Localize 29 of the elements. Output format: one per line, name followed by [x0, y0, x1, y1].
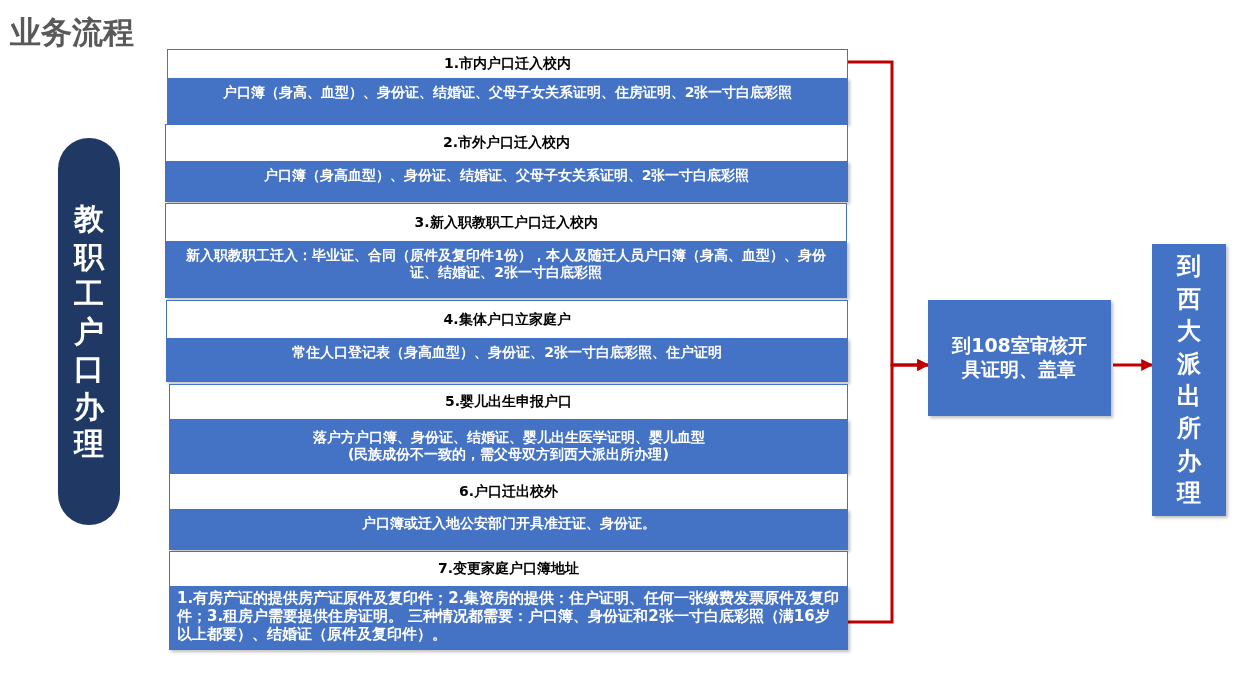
requirements-text: 落户方户口簿、身份证、结婚证、婴儿出生医学证明、婴儿血型 (民族成份不一致的，需父母双方到西大派出所办理) [169, 419, 848, 473]
connector-arrow [1113, 358, 1154, 371]
step-title: 7.变更家庭户口簿地址 [436, 559, 581, 578]
step-title: 2.市外户口迁入校内 [441, 133, 572, 152]
step-title: 4.集体户口立家庭户 [442, 309, 572, 329]
step-card [169, 384, 848, 473]
vertical-label: 教职工户口办理 [74, 200, 104, 463]
process-box [928, 300, 1111, 416]
requirements-text: 1.有房产证的提供房产证原件及复印件；2.集资房的提供：住户证明、任何一张缴费发票原件及复印件；3.租房户需要提供住房证明。 三种情况都需要：户口簿、身份证和2张一寸白底彩照（满16岁以上都要）、结婚证（原件及复印件）。 [169, 586, 848, 650]
step-title: 5.婴儿出生申报户口 [443, 392, 574, 411]
step-card [166, 300, 848, 382]
requirements-text: 户口簿（身高、血型）、身份证、结婚证、父母子女关系证明、住房证明、2张一寸白底彩照 [167, 78, 848, 124]
step-title: 1.市内户口迁入校内 [442, 54, 573, 73]
step-title: 3.新入职教职工户口迁入校内 [413, 212, 599, 232]
requirements-text: 常住人口登记表（身高血型）、身份证、2张一寸白底彩照、住户证明 [166, 338, 848, 382]
box-label: 到108室审核开具证明、盖章 [951, 334, 1088, 382]
step-card [165, 203, 847, 298]
step-card [169, 473, 848, 550]
connector-arrow [848, 358, 930, 624]
step-title: 6.户口迁出校外 [457, 481, 560, 501]
requirements-text: 户口簿（身高血型）、身份证、结婚证、父母子女关系证明、2张一寸白底彩照 [165, 161, 848, 202]
step-card [167, 49, 848, 124]
step-card [169, 551, 848, 650]
requirements-text: 户口簿或迁入地公安部门开具准迁证、身份证。 [169, 509, 848, 550]
process-box [1152, 244, 1226, 516]
step-card [165, 124, 848, 202]
requirements-text: 新入职教职工迁入：毕业证、合同（原件及复印件1份），本人及随迁人员户口簿（身高、血型）、身份证、结婚证、2张一寸白底彩照 [165, 241, 847, 298]
vertical-label: 到西大派出所办理 [1177, 251, 1201, 510]
page-title: 业务流程 [10, 13, 134, 52]
